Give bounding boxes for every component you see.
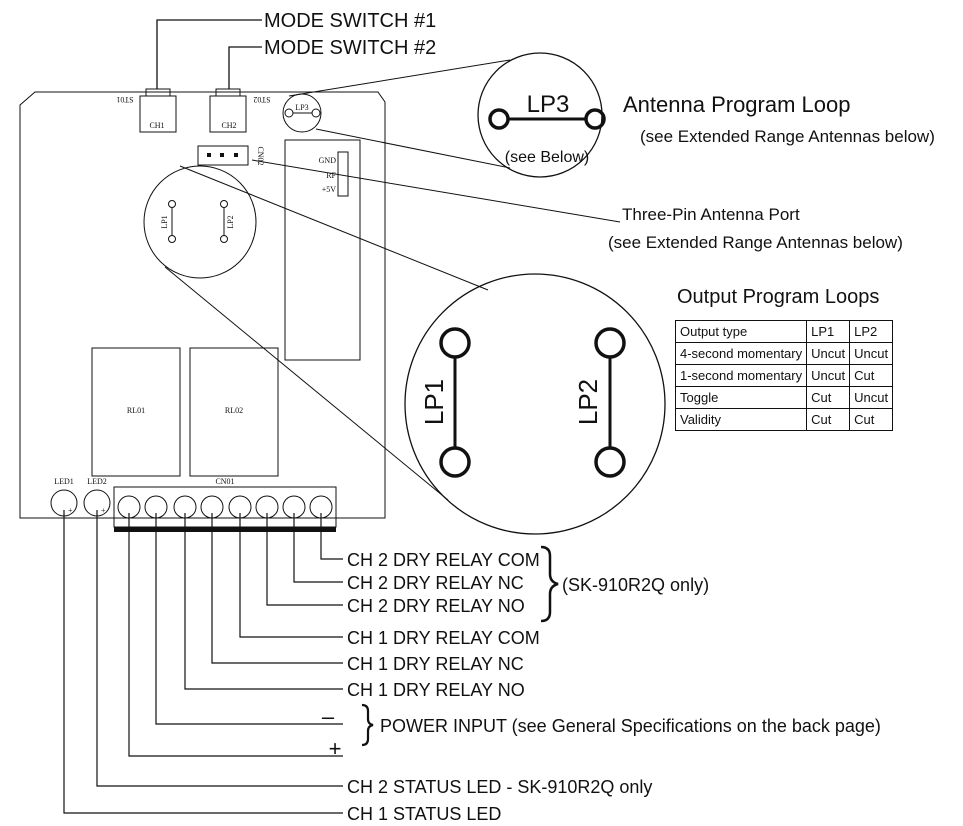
rf-mark: RF — [326, 171, 336, 180]
label-ch2-nc: CH 2 DRY RELAY NC — [347, 573, 524, 593]
leader-ch1-led — [63, 510, 343, 814]
leader-power-plus — [128, 513, 343, 757]
table-cell: LP2 — [849, 320, 894, 343]
mode-switch-1: CH1 ST01 — [116, 88, 177, 133]
leader-ch1-com — [239, 513, 343, 638]
antenna-loop-sub: (see Extended Range Antennas below) — [640, 127, 935, 146]
leader-ch1-no — [184, 513, 343, 690]
ch2-brace — [540, 545, 559, 623]
relay-rl01: RL01 — [91, 347, 181, 477]
lp3-magnified-label: LP3 — [527, 91, 570, 118]
lp-magnifier-line-bottom — [164, 266, 449, 501]
label-ch2-led: CH 2 STATUS LED - SK-910R2Q only — [347, 777, 652, 797]
label-ch1-no: CH 1 DRY RELAY NO — [347, 680, 525, 700]
leader-ch2-nc — [293, 513, 343, 583]
table-cell: Cut — [806, 408, 851, 431]
output-loops-title: Output Program Loops — [677, 286, 880, 308]
rl01-mark: RL01 — [127, 406, 145, 415]
lp1-lp2-magnified-loops: LP1 LP2 — [404, 273, 666, 535]
led2-plus-mark: + — [101, 506, 106, 515]
lp3-magnified-loop: LP3 (see Below) — [477, 52, 606, 178]
leader-ch2-com — [320, 513, 343, 560]
table-cell: Uncut — [806, 364, 851, 387]
led1-mark: LED1 — [54, 477, 74, 486]
board-outline — [19, 91, 386, 519]
label-ch2-note: (SK-910R2Q only) — [562, 575, 709, 595]
leader-power-minus — [155, 513, 343, 725]
st01-mark: ST01 — [116, 95, 133, 104]
lp2-mark: LP2 — [226, 215, 235, 228]
label-power-input: POWER INPUT (see General Specifications … — [380, 716, 881, 736]
lp3-see-below: (see Below) — [505, 149, 589, 166]
leader-ch1-nc — [211, 513, 343, 664]
led1-plus-mark: + — [68, 506, 73, 515]
label-ch1-com: CH 1 DRY RELAY COM — [347, 628, 540, 648]
mode-switch-1-label: MODE SWITCH #1 — [264, 10, 436, 32]
gnd-mark: GND — [319, 156, 337, 165]
lp3-mark: LP3 — [295, 103, 308, 112]
mode-switch-2-label: MODE SWITCH #2 — [264, 37, 436, 59]
label-ch1-led: CH 1 STATUS LED — [347, 804, 501, 824]
rl02-mark: RL02 — [225, 406, 243, 415]
st02-mark: ST02 — [253, 95, 270, 104]
table-cell: Uncut — [806, 342, 851, 365]
table-cell: Output type — [674, 320, 808, 343]
lp3-magnifier-line-bottom — [315, 128, 511, 169]
lp3-board-loop: LP3 — [282, 93, 322, 133]
label-ch2-no: CH 2 DRY RELAY NO — [347, 596, 525, 616]
ch1-mark: CH1 — [149, 121, 164, 130]
cn01-terminal-block: CN01 — [113, 477, 337, 532]
antenna-port-sub: (see Extended Range Antennas below) — [608, 233, 903, 252]
table-cell: Cut — [806, 386, 851, 409]
led2-mark: LED2 — [87, 477, 107, 486]
terminal-leaders — [63, 510, 343, 814]
table-cell: 1-second momentary — [674, 364, 808, 387]
antenna-port-title: Three-Pin Antenna Port — [622, 205, 800, 224]
leader-ch2-led — [96, 510, 343, 787]
cn01-mark: CN01 — [215, 477, 234, 486]
table-cell: Cut — [849, 364, 894, 387]
lp1-mark: LP1 — [160, 215, 169, 228]
mode-switch-2-leader — [228, 46, 262, 89]
leader-ch2-no — [266, 513, 343, 606]
label-ch1-nc: CH 1 DRY RELAY NC — [347, 654, 524, 674]
ch2-mark: CH2 — [221, 121, 236, 130]
lp2-magnified-label: LP2 — [573, 379, 603, 425]
mode-switch-2: CH2 ST02 — [209, 88, 271, 133]
table-cell: Cut — [849, 408, 894, 431]
v5-mark: +5V — [322, 185, 337, 194]
power-brace — [361, 703, 374, 747]
table-cell: 4-second momentary — [674, 342, 808, 365]
label-power-plus: + — [329, 736, 342, 761]
table-cell: Validity — [674, 408, 808, 431]
lp1-magnified-label: LP1 — [419, 379, 449, 425]
cn02-mark: CN02 — [256, 146, 265, 165]
cn02-antenna-port: CN02 — [197, 145, 265, 166]
label-ch2-com: CH 2 DRY RELAY COM — [347, 550, 540, 570]
table-cell: LP1 — [806, 320, 851, 343]
relay-rl02: RL02 — [189, 347, 279, 477]
lp3-magnifier-line-top — [288, 59, 511, 97]
table-cell: Uncut — [849, 342, 894, 365]
table-cell: Toggle — [674, 386, 808, 409]
table-cell: Uncut — [849, 386, 894, 409]
antenna-loop-title: Antenna Program Loop — [623, 92, 851, 117]
rf-module: GND RF +5V — [284, 139, 361, 361]
lp1-lp2-board-loops: LP1 LP2 — [143, 165, 257, 279]
mode-switch-1-leader — [156, 19, 262, 89]
antenna-port-leader — [251, 159, 621, 223]
lp-magnifier-line-top — [179, 165, 489, 291]
label-power-minus: – — [322, 704, 335, 729]
